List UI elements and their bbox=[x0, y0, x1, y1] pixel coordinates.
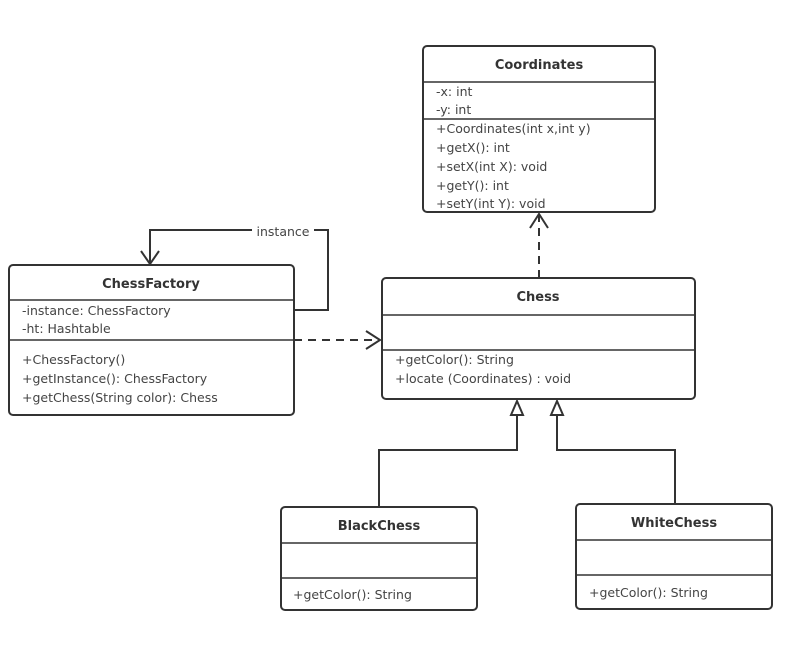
method: +getY(): int bbox=[436, 178, 509, 193]
attribute: -y: int bbox=[436, 102, 471, 117]
method: +ChessFactory() bbox=[22, 352, 125, 367]
method: +setY(int Y): void bbox=[436, 196, 546, 211]
method: +getInstance(): ChessFactory bbox=[22, 371, 208, 386]
dependency-chess-coordinates bbox=[529, 212, 549, 278]
attribute: -instance: ChessFactory bbox=[22, 303, 171, 318]
class-whitechess[interactable]: WhiteChess +getColor(): String bbox=[575, 503, 773, 610]
method: +getColor(): String bbox=[395, 352, 514, 367]
self-association-instance: instance bbox=[140, 222, 329, 311]
generalization-whitechess-chess bbox=[549, 398, 676, 504]
association-label: instance bbox=[257, 224, 310, 239]
generalization-blackchess-chess bbox=[378, 398, 525, 507]
class-name: WhiteChess bbox=[631, 516, 717, 531]
attribute: -x: int bbox=[436, 84, 472, 99]
method: +setX(int X): void bbox=[436, 159, 547, 174]
class-name: Chess bbox=[516, 290, 559, 305]
method: +getChess(String color): Chess bbox=[22, 390, 218, 405]
dependency-chessfactory-chess bbox=[294, 330, 382, 350]
class-name: Coordinates bbox=[495, 58, 584, 73]
class-name: BlackChess bbox=[338, 519, 421, 534]
class-chess[interactable]: Chess +getColor(): String +locate (Coord… bbox=[381, 277, 696, 400]
method: +getX(): int bbox=[436, 140, 510, 155]
attribute: -ht: Hashtable bbox=[22, 321, 111, 336]
method: +getColor(): String bbox=[293, 587, 412, 602]
method: +Coordinates(int x,int y) bbox=[436, 121, 591, 136]
class-coordinates[interactable]: Coordinates -x: int -y: int +Coordinates… bbox=[422, 45, 656, 213]
class-blackchess[interactable]: BlackChess +getColor(): String bbox=[280, 506, 478, 611]
class-name: ChessFactory bbox=[102, 277, 200, 292]
method: +getColor(): String bbox=[589, 585, 708, 600]
class-chessfactory[interactable]: ChessFactory -instance: ChessFactory -ht… bbox=[8, 264, 295, 416]
method: +locate (Coordinates) : void bbox=[395, 371, 571, 386]
